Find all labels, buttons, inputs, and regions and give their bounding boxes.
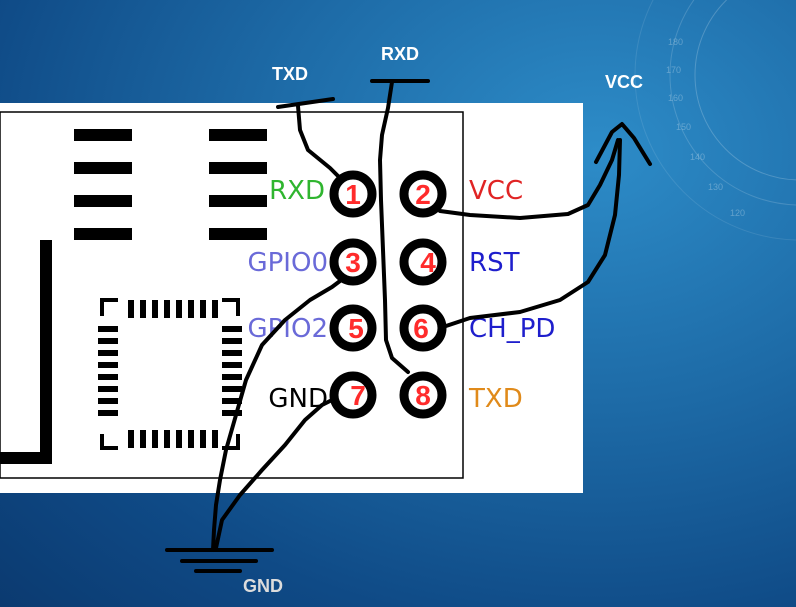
chip-pin-left [98,386,118,392]
chip-pin-right [222,350,242,356]
chip-pin-top [212,300,218,318]
chip-pin-bottom [200,430,206,448]
dial-label-7: 120 [730,208,745,218]
vcc-terminal-arrow [594,122,652,166]
dial-label-4: 150 [676,122,691,132]
chip-pin-left [98,362,118,368]
right-pad-bars [209,129,267,240]
chip-pin-top [188,300,194,318]
chip-pin-right [222,374,242,380]
chip-pin-top [200,300,206,318]
chip-pin-bottom [188,430,194,448]
chip-pin-bottom [140,430,146,448]
pin-3 [329,238,377,286]
external-label-rxd: RXD [381,44,419,64]
pin-5 [329,304,377,352]
pin-2 [399,170,447,218]
dial-label-3: 160 [668,93,683,103]
pin-number-7: 7 [350,380,366,411]
pin-label-rst: RST [469,248,520,278]
chip-pin-left [98,398,118,404]
external-label-txd: TXD [272,64,308,84]
chip-pin-right [222,386,242,392]
wire-rxd-to-pin8 [378,80,410,374]
chip-pin-top [176,300,182,318]
dial-label-1: 180 [668,37,683,47]
wire-vcc-to-pin6 [438,138,622,330]
chip-pin-left [98,350,118,356]
chip-pin-bottom [164,430,170,448]
pin-number-8: 8 [415,380,431,411]
pin-label-txd: TXD [468,384,523,414]
chip-pin-top [164,300,170,318]
wire-txd-to-pin1 [296,104,344,182]
chip-pin-top [152,300,158,318]
wire-vcc-to-pin2 [438,138,620,220]
pin-1 [329,170,377,218]
dial-label-5: 140 [690,152,705,162]
header-pins [329,170,447,419]
left-pad-bars [74,129,132,240]
pin-4 [399,238,447,286]
chip-pin-bottom [152,430,158,448]
chip-pin-bottom [176,430,182,448]
chip-pin-right [222,362,242,368]
dial-label-6: 130 [708,182,723,192]
chip-pin-bottom [128,430,134,448]
dial-label-2: 170 [666,65,681,75]
pin-number-3: 3 [345,247,361,278]
external-label-vcc: VCC [605,72,643,92]
chip-pin-left [98,374,118,380]
pin-7 [329,371,377,419]
chip-pin-top [128,300,134,318]
wires [165,79,652,573]
txd-terminal-bar [276,97,335,109]
chip-pin-left [98,410,118,416]
chip-package [98,298,242,450]
chip-pin-right [222,338,242,344]
pin-label-ch-pd: CH_PD [469,314,555,344]
pin-number-2: 2 [415,179,431,210]
pin-label-vcc: VCC [469,176,523,206]
pin-number-1: 1 [345,179,361,210]
pin-label-rxd: RXD [269,176,325,206]
chip-pin-left [98,338,118,344]
pin-number-4: 4 [420,247,436,278]
pin-number-5: 5 [348,313,364,344]
module-outline [0,111,464,479]
chip-pin-right [222,326,242,332]
chip-pin-bottom [212,430,218,448]
pin-label-gpio0: GPIO0 [247,248,328,278]
chip-pin-top [140,300,146,318]
wire-gnd-to-pin3 [211,276,346,552]
chip-pin-left [98,326,118,332]
external-label-gnd: GND [243,576,283,596]
decorative-dial: 180 170 160 150 140 130 120 [634,0,796,241]
pin-number-6: 6 [413,313,429,344]
chip-pin-right [222,398,242,404]
chip-pin-right [222,410,242,416]
wire-gnd-to-pin7 [214,396,338,550]
pin-8 [399,371,447,419]
antenna-trace [0,240,52,464]
